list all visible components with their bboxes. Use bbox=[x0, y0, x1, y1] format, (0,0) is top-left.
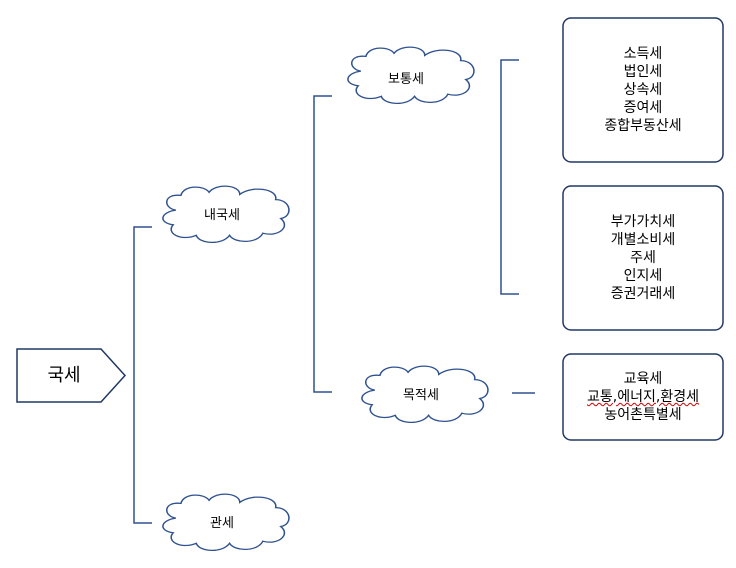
list-item: 교통,에너지,환경세 bbox=[587, 389, 699, 405]
list-item: 법인세 bbox=[623, 64, 663, 80]
list-item: 종합부동산세 bbox=[604, 118, 682, 134]
list-item: 교육세 bbox=[623, 371, 663, 387]
list-item: 소득세 bbox=[623, 46, 663, 62]
root-label: 국세 bbox=[47, 365, 80, 386]
root-bracket bbox=[133, 226, 152, 524]
purpose-group-box bbox=[562, 353, 724, 441]
ordinary-group-1-box bbox=[562, 17, 724, 163]
ordinary-bracket bbox=[500, 59, 519, 295]
purpose-group-list: 교육세 교통,에너지,환경세 농어촌특별세 bbox=[563, 354, 723, 440]
list-item: 주세 bbox=[630, 250, 656, 266]
list-item: 개별소비세 bbox=[610, 232, 676, 248]
list-item: 증권거래세 bbox=[610, 286, 676, 302]
ordinary-tax-label: 보통세 bbox=[388, 72, 424, 87]
ordinary-group-2-box bbox=[562, 185, 724, 331]
list-item: 증여세 bbox=[623, 100, 663, 116]
domestic-bracket bbox=[313, 95, 332, 393]
list-item: 인지세 bbox=[623, 268, 663, 284]
domestic-tax-label: 내국세 bbox=[204, 208, 240, 223]
root-node: 국세 bbox=[16, 348, 127, 403]
list-item: 상속세 bbox=[623, 82, 663, 98]
ordinary-group-2-list: 부가가치세 개별소비세 주세 인지세 증권거래세 bbox=[563, 186, 723, 330]
ordinary-group-1-list: 소득세 법인세 상속세 증여세 종합부동산세 bbox=[563, 18, 723, 162]
list-item: 농어촌특별세 bbox=[604, 407, 682, 423]
list-item: 부가가치세 bbox=[610, 214, 676, 230]
purpose-tax-label: 목적세 bbox=[403, 388, 439, 403]
customs-label: 관세 bbox=[210, 516, 234, 531]
